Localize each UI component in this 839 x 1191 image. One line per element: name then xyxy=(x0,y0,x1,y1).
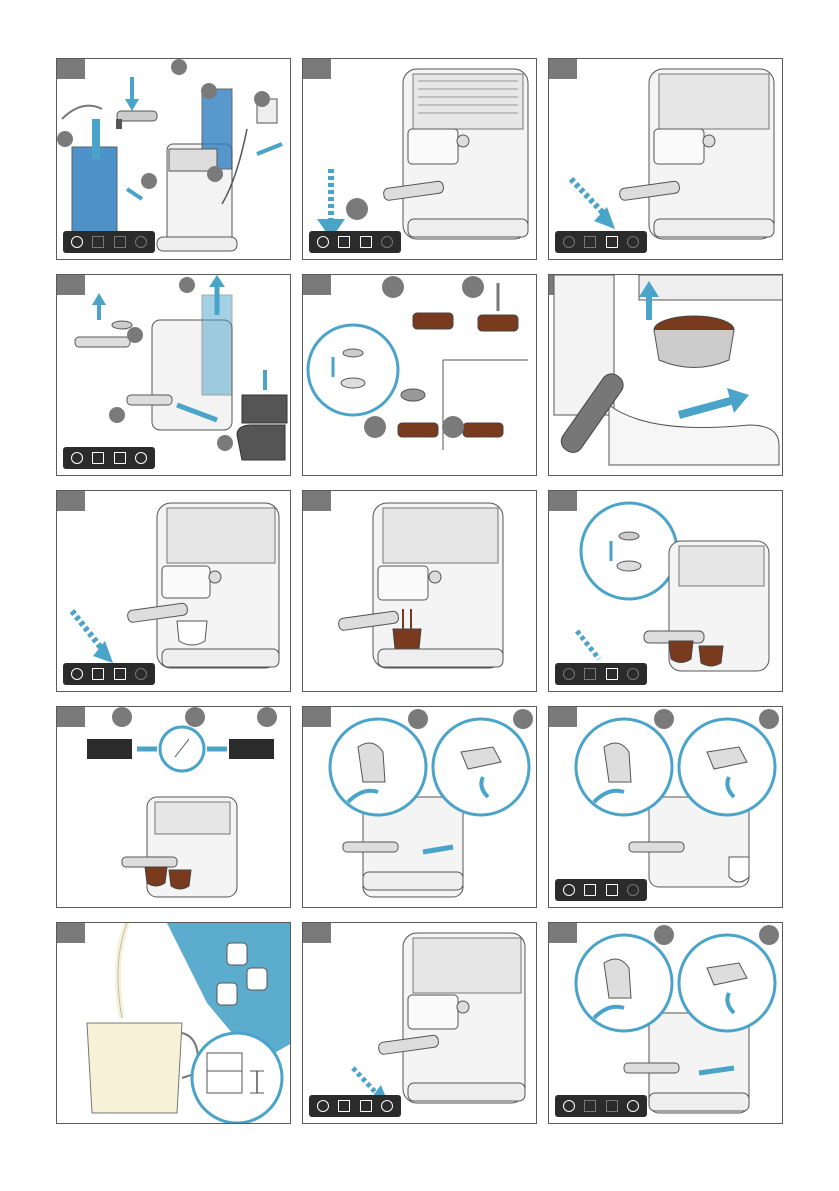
panel-15 xyxy=(548,922,783,1124)
knob-detail-closed xyxy=(679,719,775,815)
panel-15-illustration xyxy=(549,923,783,1124)
panel-13 xyxy=(56,922,291,1124)
single-cup-icon xyxy=(584,884,596,896)
illustration-grid xyxy=(56,58,784,1126)
single-cup-icon xyxy=(584,1100,596,1112)
panel-4-illustration xyxy=(57,275,291,476)
single-cup-icon xyxy=(338,236,350,248)
water-tank xyxy=(72,147,117,239)
steam-icon xyxy=(135,452,147,464)
steam-icon xyxy=(627,884,639,896)
panel-4 xyxy=(56,274,291,476)
double-cup-icon xyxy=(606,668,618,680)
single-cup-icon xyxy=(584,236,596,248)
single-cup-icon xyxy=(584,668,596,680)
panel-12 xyxy=(548,706,783,908)
panel-13-illustration xyxy=(57,923,291,1124)
steam-icon xyxy=(627,668,639,680)
single-cup-icon xyxy=(92,668,104,680)
panel-14 xyxy=(302,922,537,1124)
knob-detail-closed xyxy=(433,719,529,815)
panel-8-illustration xyxy=(303,491,537,692)
panel-12-illustration xyxy=(549,707,783,908)
panel-7 xyxy=(56,490,291,692)
panel-9 xyxy=(548,490,783,692)
double-cup-icon xyxy=(606,236,618,248)
panel-1-illustration xyxy=(57,59,291,260)
panel-10-illustration xyxy=(57,707,291,908)
steam-icon xyxy=(135,668,147,680)
double-cup-icon xyxy=(360,236,372,248)
control-panel xyxy=(555,879,647,901)
panel-9-illustration xyxy=(549,491,783,692)
power-icon xyxy=(563,236,575,248)
panel-7-illustration xyxy=(57,491,291,692)
control-panel xyxy=(63,447,155,469)
panel-1 xyxy=(56,58,291,260)
panel-6-illustration xyxy=(549,275,783,476)
control-panel xyxy=(555,231,647,253)
panel-2-illustration xyxy=(303,59,537,260)
single-cup-icon xyxy=(92,452,104,464)
steam-icon xyxy=(627,236,639,248)
control-panel xyxy=(555,1095,647,1117)
power-icon xyxy=(317,236,329,248)
panel-6 xyxy=(548,274,783,476)
double-cup-icon xyxy=(606,884,618,896)
double-cup-icon xyxy=(114,668,126,680)
panel-3-illustration xyxy=(549,59,783,260)
fill-level-magnifier xyxy=(192,1033,282,1123)
panel-14-illustration xyxy=(303,923,537,1124)
panel-3 xyxy=(548,58,783,260)
control-panel xyxy=(63,663,155,685)
double-cup-icon xyxy=(360,1100,372,1112)
control-panel xyxy=(309,231,401,253)
power-icon xyxy=(563,668,575,680)
panel-10 xyxy=(56,706,291,908)
power-icon xyxy=(71,668,83,680)
power-icon xyxy=(563,1100,575,1112)
steam-icon xyxy=(627,1100,639,1112)
detail-magnifier xyxy=(308,325,398,415)
control-panel xyxy=(309,1095,401,1117)
panel-2 xyxy=(302,58,537,260)
panel-11 xyxy=(302,706,537,908)
steam-icon xyxy=(381,236,393,248)
milk-pitcher xyxy=(87,1023,182,1113)
panel-5-illustration xyxy=(303,275,537,476)
panel-5 xyxy=(302,274,537,476)
single-cup-icon xyxy=(338,1100,350,1112)
single-cup-icon xyxy=(92,236,104,248)
control-panel xyxy=(555,663,647,685)
panel-8 xyxy=(302,490,537,692)
power-icon xyxy=(563,884,575,896)
power-icon xyxy=(71,236,83,248)
detail-magnifier xyxy=(581,503,677,599)
double-cup-icon xyxy=(114,452,126,464)
power-icon xyxy=(71,452,83,464)
knob-detail-closed xyxy=(679,935,775,1031)
double-cup-icon xyxy=(606,1100,618,1112)
steam-icon xyxy=(135,236,147,248)
panel-11-illustration xyxy=(303,707,537,908)
control-panel xyxy=(63,231,155,253)
power-icon xyxy=(317,1100,329,1112)
steam-icon xyxy=(381,1100,393,1112)
double-cup-icon xyxy=(114,236,126,248)
